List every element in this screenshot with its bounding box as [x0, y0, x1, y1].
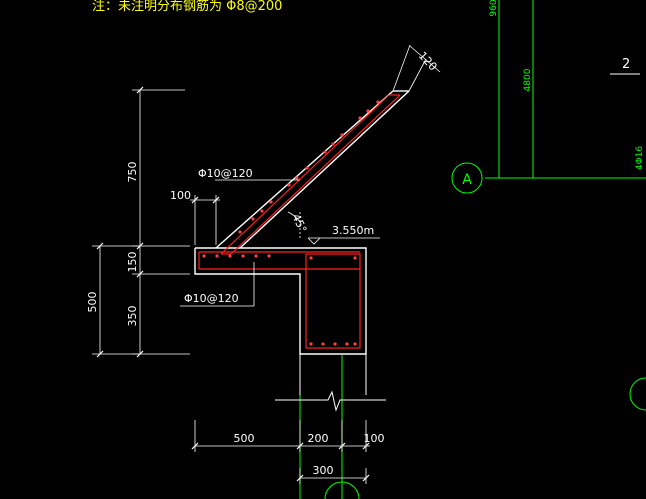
axis-grid	[299, 0, 646, 499]
dim-300-bottom: 300	[313, 464, 334, 477]
axis-bubble-a	[451, 162, 483, 194]
rebar-dots	[202, 100, 380, 346]
rebar	[198, 94, 401, 349]
angle-arc	[287, 211, 301, 223]
dimension-ticks	[96, 86, 370, 482]
column-lines	[275, 354, 386, 412]
rebar-4phi16-label: 4Φ16	[635, 146, 645, 171]
axis-dim-top: 960	[489, 0, 499, 17]
dim-100-bottom: 100	[364, 432, 385, 445]
elevation-label: 3.550m	[332, 224, 374, 237]
dim-120: 120	[416, 49, 440, 73]
dim-150: 150	[126, 252, 139, 273]
dim-750: 750	[126, 162, 139, 183]
dim-500-vertical: 500	[86, 292, 99, 313]
rebar-callout-bottom: Φ10@120	[184, 292, 239, 305]
rebar-callout-top: Φ10@120	[198, 167, 253, 180]
axis-label-a: A	[462, 172, 472, 188]
note-text: 注：未注明分布钢筋为 Φ8@200	[92, 0, 282, 14]
dim-100-top: 100	[170, 189, 191, 202]
dim-350: 350	[126, 306, 139, 327]
dim-500-bottom: 500	[234, 432, 255, 445]
section-mark-number: 2	[622, 57, 630, 72]
angle-label: 45°	[289, 212, 309, 235]
dim-200-bottom: 200	[308, 432, 329, 445]
dimension-lines	[92, 44, 441, 484]
axis-dim-4800: 4800	[523, 68, 533, 91]
